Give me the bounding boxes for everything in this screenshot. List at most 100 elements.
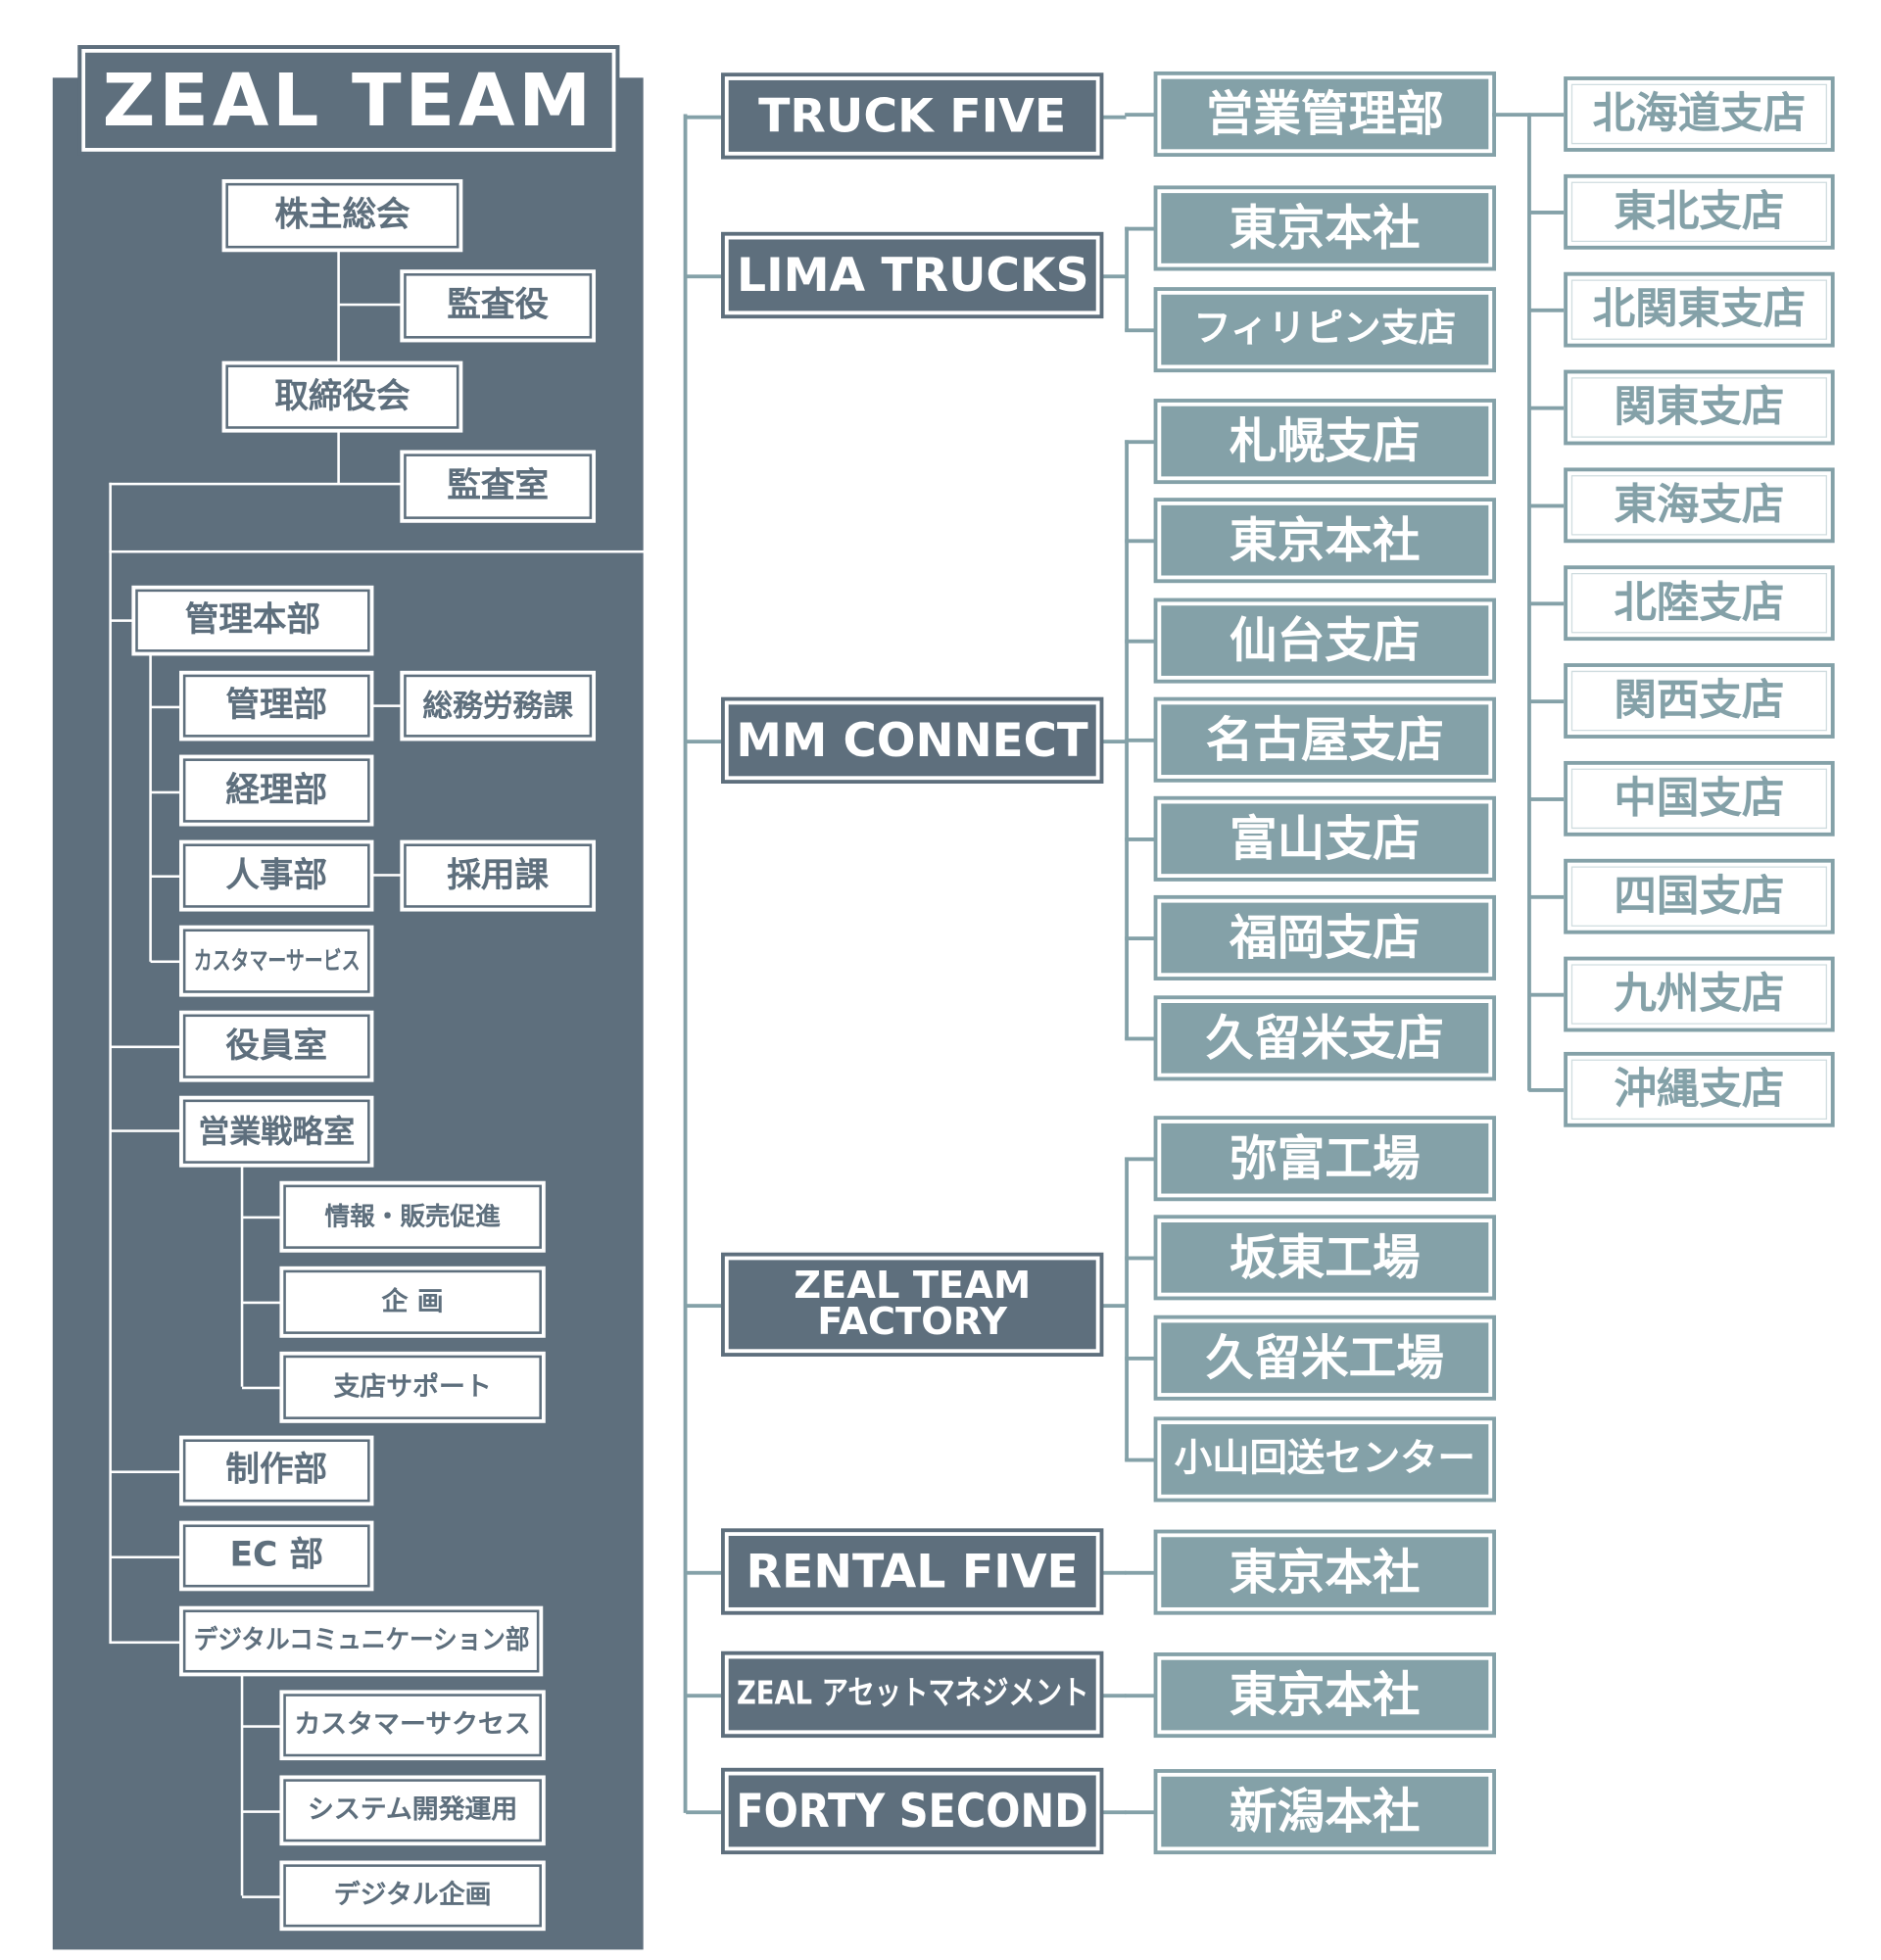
connector-line — [1099, 1570, 1127, 1575]
company-box-label: MM CONNECT — [736, 713, 1088, 768]
connector-line — [1125, 1570, 1158, 1575]
department-box-label: デジタルコミュニケーション部 — [193, 1624, 530, 1655]
unit-box: 富山支店 — [1157, 799, 1493, 878]
connector-line — [242, 1895, 284, 1898]
unit-box: 久留米工場 — [1157, 1318, 1493, 1397]
connector-line — [1528, 113, 1565, 118]
department-box-label: 支店サポート — [333, 1370, 492, 1402]
connector-line — [369, 874, 405, 877]
department-box-label: カスタマーサービス — [193, 945, 361, 976]
department-box-label: 管理本部 — [184, 600, 321, 641]
department-box: 人事部 — [182, 843, 370, 908]
unit-box: 坂東工場 — [1157, 1219, 1493, 1297]
unit-box: 新潟本社 — [1157, 1772, 1493, 1851]
department-box: 採用課 — [404, 843, 593, 908]
unit-box: 東京本社 — [1157, 1655, 1493, 1735]
governance-box-label: 監査役 — [447, 286, 549, 325]
branch-box-label: 北関東支店 — [1592, 284, 1807, 335]
connector-line — [1125, 1256, 1158, 1261]
branch-box-label: 関西支店 — [1614, 675, 1785, 726]
branch-box-label: 四国支店 — [1614, 871, 1785, 922]
company-box: TRUCK FIVE — [724, 76, 1100, 156]
governance-box: 監査役 — [404, 273, 593, 339]
unit-box: 東京本社 — [1157, 1533, 1493, 1611]
governance-box: 取締役会 — [225, 364, 459, 429]
branch-box-label: 東北支店 — [1614, 186, 1785, 237]
department-box-label: 役員室 — [225, 1026, 328, 1066]
connector-line — [150, 960, 183, 964]
department-box-label: 管理部 — [225, 686, 328, 726]
connector-line — [1099, 1809, 1127, 1814]
connector-line — [1125, 837, 1158, 841]
department-box: 管理本部 — [135, 589, 370, 652]
department-box: 制作部 — [182, 1439, 370, 1503]
connector-line — [1125, 1458, 1158, 1462]
connector-line — [1099, 273, 1127, 278]
department-box: 支店サポート — [283, 1355, 542, 1419]
unit-box-label: フィリピン支店 — [1193, 307, 1457, 352]
connector-line — [109, 482, 112, 1645]
connector-line — [240, 1163, 244, 1387]
connector-line — [1528, 699, 1565, 704]
connector-line — [1528, 601, 1565, 606]
connector-line — [150, 875, 183, 878]
branch-box-label: 関東支店 — [1614, 382, 1785, 433]
connector-line — [110, 619, 136, 622]
connector-line — [242, 1725, 284, 1728]
connector-line — [1099, 115, 1127, 119]
branch-box-label: 沖縄支店 — [1614, 1064, 1785, 1115]
company-box-label: LIMA TRUCKS — [736, 248, 1089, 303]
connector-line — [110, 1045, 183, 1049]
connector-line — [686, 1809, 725, 1814]
unit-box: 弥富工場 — [1157, 1120, 1493, 1198]
unit-box-label: 福岡支店 — [1230, 910, 1421, 966]
branch-box: 中国支店 — [1564, 760, 1835, 837]
governance-box-label: 株主総会 — [274, 195, 410, 235]
unit-box: 名古屋支店 — [1157, 700, 1493, 779]
connector-line — [149, 651, 152, 962]
connector-line — [1528, 503, 1565, 508]
company-box: MM CONNECT — [724, 700, 1100, 781]
company-box: ZEAL TEAM FACTORY — [724, 1256, 1100, 1354]
department-box-label: 採用課 — [447, 855, 549, 895]
connector-line — [1099, 1303, 1127, 1308]
unit-box-label: 東京本社 — [1230, 1544, 1421, 1601]
unit-box-label: 富山支店 — [1230, 811, 1421, 867]
connector-line — [1125, 328, 1158, 333]
department-box-label: EC 部 — [229, 1536, 324, 1575]
unit-box: フィリピン支店 — [1157, 290, 1493, 369]
department-box-label: 総務労務課 — [422, 688, 573, 724]
connector-line — [242, 1810, 284, 1813]
connector-line — [150, 705, 183, 709]
company-box-label: RENTAL FIVE — [746, 1544, 1079, 1599]
department-box-label: 企 画 — [381, 1285, 444, 1316]
unit-box-label: 坂東工場 — [1230, 1229, 1421, 1285]
department-box-label: カスタマーサクセス — [294, 1708, 531, 1740]
unit-box-label: 名古屋支店 — [1205, 711, 1444, 768]
department-box: 経理部 — [182, 758, 370, 823]
branch-box-label: 東海支店 — [1614, 480, 1785, 531]
company-box-label: FORTY SECOND — [736, 1784, 1088, 1839]
unit-box: 東京本社 — [1157, 189, 1493, 267]
connector-line — [110, 1555, 183, 1559]
connector-line — [1099, 1693, 1127, 1697]
branch-box-label: 中国支店 — [1614, 773, 1785, 824]
connector-line — [1492, 113, 1530, 118]
connector-line — [1125, 226, 1129, 331]
connector-line — [1528, 308, 1565, 312]
connector-line — [686, 1570, 725, 1575]
connector-line — [150, 790, 183, 794]
branch-box: 北陸支店 — [1564, 565, 1835, 642]
department-box: 企 画 — [283, 1269, 542, 1334]
connector-line — [1125, 1157, 1158, 1162]
department-box-label: 営業戦略室 — [198, 1113, 356, 1150]
department-box: 営業戦略室 — [182, 1099, 370, 1164]
connector-line — [1528, 211, 1565, 215]
connector-line — [1528, 1088, 1565, 1092]
department-box-label: 制作部 — [225, 1451, 328, 1490]
branch-box: 四国支店 — [1564, 858, 1835, 934]
connector-line — [1528, 992, 1565, 997]
connector-line — [1528, 894, 1565, 899]
branch-box: 沖縄支店 — [1564, 1051, 1835, 1127]
branch-box: 北関東支店 — [1564, 271, 1835, 348]
